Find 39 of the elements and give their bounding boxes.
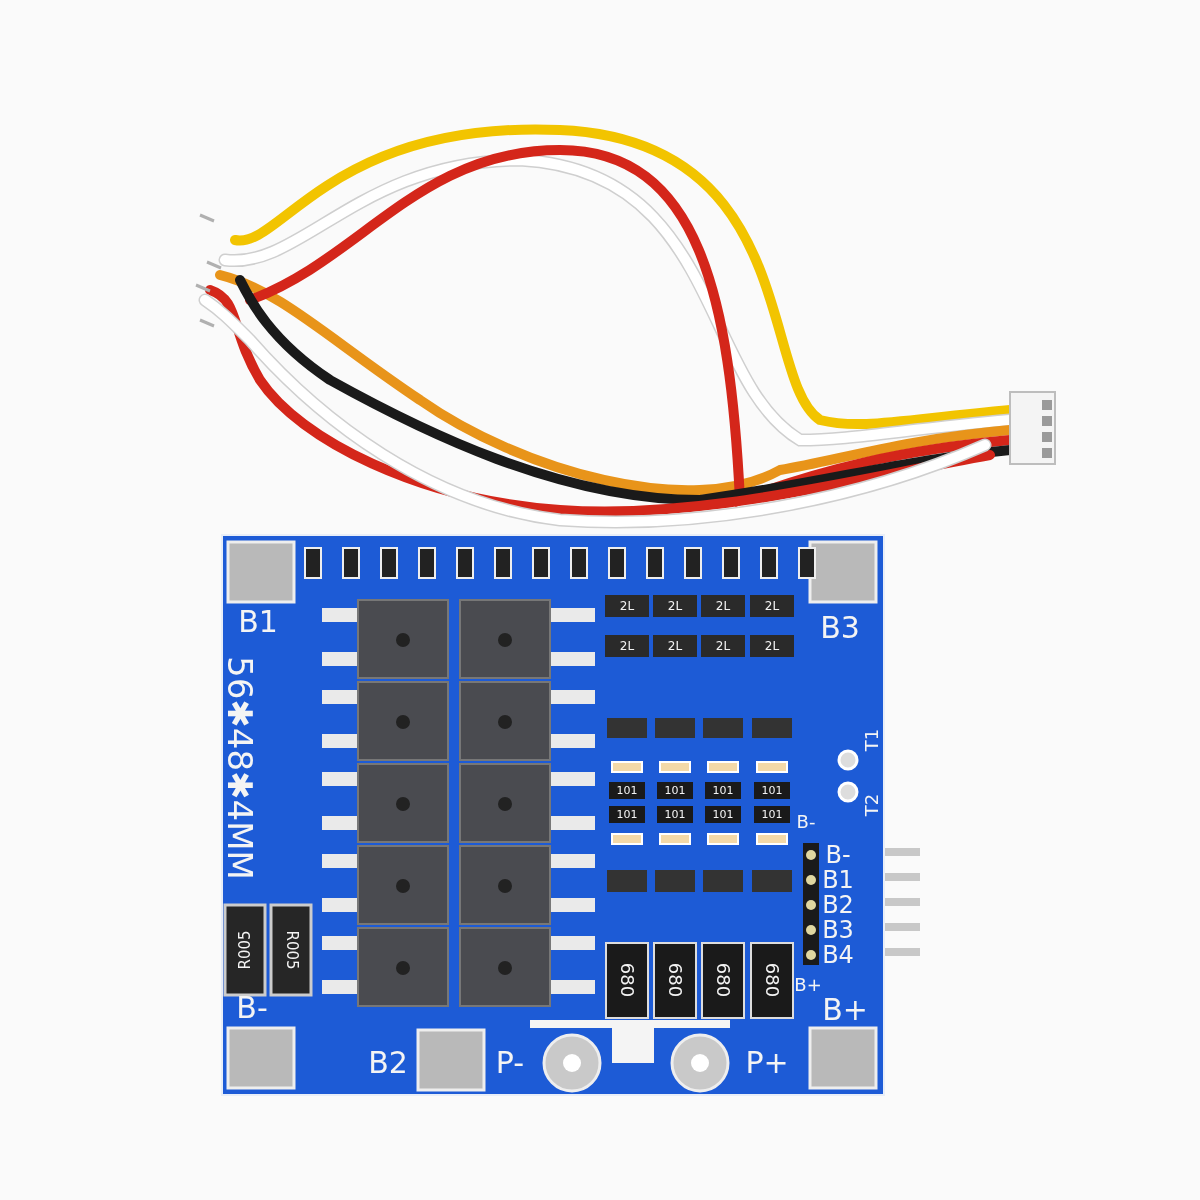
pin-label: B4 [822,943,854,967]
component-marking: 2L [667,600,683,612]
component-marking: 101 [616,808,638,820]
component-marking: 101 [616,784,638,796]
component-marking: 101 [761,784,783,796]
component-marking: 2L [715,640,731,652]
resistor-marking: 680 [714,962,732,998]
pin-label: B3 [822,918,854,942]
component-marking: 2L [619,640,635,652]
board-label: B2 [368,1048,408,1078]
board-label: P+ [745,1048,789,1078]
dimension-label: 56✱48✱4MM [223,656,257,880]
resistor-marking: 680 [618,962,636,998]
component-marking: 2L [619,600,635,612]
component-marking: 101 [664,784,686,796]
component-marking: 101 [761,808,783,820]
component-marking: 2L [764,600,780,612]
pin-label: B- [825,843,851,867]
component-marking: 101 [712,808,734,820]
pin-label: B+ [794,976,822,994]
resistor-marking: R005 [283,930,299,970]
board-label: B1 [238,607,278,637]
pin-label: B1 [822,868,854,892]
component-marking: 101 [712,784,734,796]
resistor-marking: R005 [237,930,253,970]
component-marking: 2L [764,640,780,652]
component-marking: 2L [667,640,683,652]
component-marking: 101 [664,808,686,820]
pin-label: B- [796,813,816,831]
component-marking: 2L [715,600,731,612]
pin-label: T1 [863,728,881,752]
resistor-marking: 680 [763,962,781,998]
pin-label: B2 [822,893,854,917]
board-label: B- [236,993,268,1023]
resistor-marking: 680 [666,962,684,998]
board-label: B3 [820,613,860,643]
board-label: B+ [822,995,868,1025]
pin-label: T2 [863,793,881,817]
board-label: P- [495,1048,525,1078]
